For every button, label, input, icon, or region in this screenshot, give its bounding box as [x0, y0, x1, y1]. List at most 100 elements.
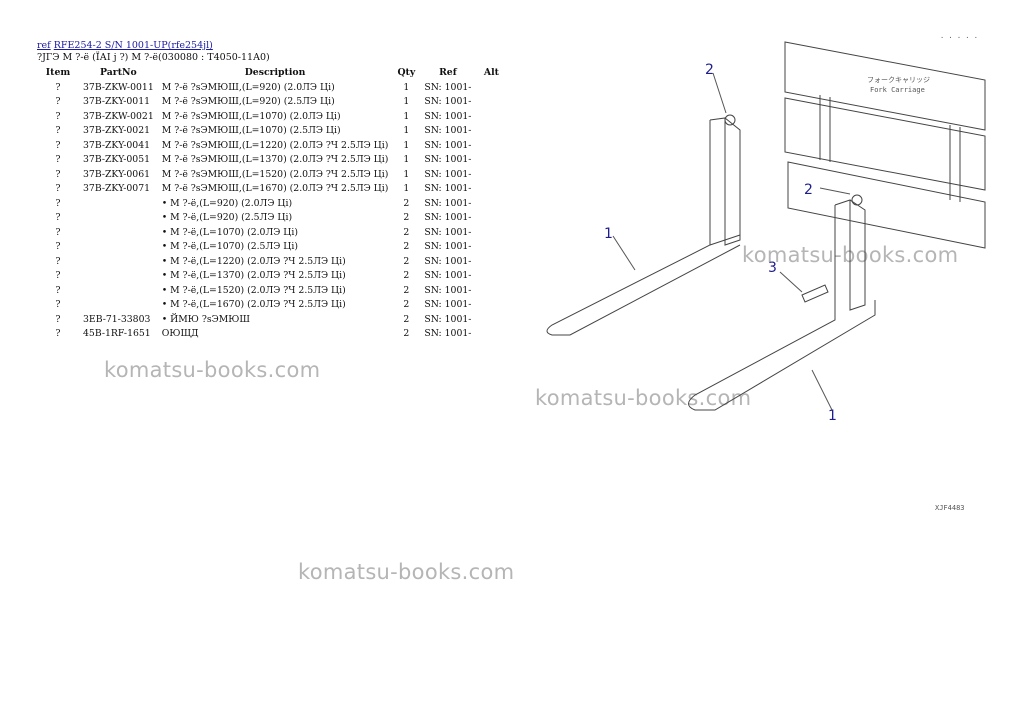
cell-qty: 2 — [403, 328, 410, 340]
cell-alt — [475, 211, 507, 226]
cell-alt — [475, 312, 507, 327]
cell-alt — [475, 167, 507, 182]
col-qty: Qty — [397, 67, 416, 78]
cell-item: ? — [55, 255, 61, 267]
cell-item: ? — [55, 81, 61, 93]
fork-left-upright — [709, 117, 741, 246]
cell-ref: SN: 1001- — [424, 110, 472, 122]
cell-alt — [475, 298, 507, 313]
cell-item: ? — [55, 241, 61, 253]
callout-2-top: 2 — [705, 62, 714, 78]
cell-item: ? — [55, 168, 61, 180]
cell-ref: SN: 1001- — [424, 197, 472, 209]
cell-qty: 2 — [403, 255, 410, 267]
callout-1-left: 1 — [604, 226, 613, 242]
cell-partno: 37B-ZKY-0061 — [83, 168, 151, 180]
cell-description: М ?-ё ?sЭМЮШ,(L=1220) (2.0ЛЭ ?Ч 2.5ЛЭ Ці… — [161, 139, 389, 151]
cell-alt — [475, 124, 507, 139]
carriage-label-en: Fork Carriage — [870, 86, 925, 94]
watermark: komatsu-books.com — [535, 386, 752, 410]
cell-description: • М ?-ё,(L=1370) (2.0ЛЭ ?Ч 2.5ЛЭ Ці) — [161, 270, 346, 282]
cell-qty: 1 — [403, 154, 410, 166]
cell-alt — [475, 327, 507, 342]
model-link[interactable]: RFE254-2 S/N 1001-UP(rfe254jl) — [53, 40, 213, 51]
callout-3: 3 — [768, 260, 777, 276]
cell-alt — [475, 95, 507, 110]
cell-ref: SN: 1001- — [424, 154, 472, 166]
carriage-lower-plate — [784, 97, 986, 191]
cell-qty: 2 — [403, 212, 410, 224]
watermark: komatsu-books.com — [298, 560, 515, 584]
cell-ref: SN: 1001- — [424, 270, 472, 282]
cell-item: ? — [55, 110, 61, 122]
cell-ref: SN: 1001- — [424, 284, 472, 296]
cell-alt — [475, 109, 507, 124]
cell-description: • ЙМЮ ?sЭМЮШ — [161, 313, 250, 325]
cell-description: М ?-ё ?sЭМЮШ,(L=1670) (2.0ЛЭ ?Ч 2.5ЛЭ Ці… — [161, 183, 389, 195]
cell-alt — [475, 225, 507, 240]
cell-partno: 37B-ZKW-0011 — [83, 81, 154, 93]
cell-alt — [475, 269, 507, 284]
cell-item: ? — [55, 154, 61, 166]
col-alt: Alt — [483, 67, 499, 78]
fork-left-blade — [546, 120, 741, 336]
col-description: Description — [244, 67, 306, 78]
cell-description: • М ?-ё,(L=1220) (2.0ЛЭ ?Ч 2.5ЛЭ Ці) — [161, 255, 346, 267]
cell-partno: 45B-1RF-1651 — [83, 328, 151, 340]
cell-ref: SN: 1001- — [424, 183, 472, 195]
carriage-bottom-plate — [787, 161, 986, 249]
fork-right-upright — [834, 199, 866, 311]
cell-ref: SN: 1001- — [424, 139, 472, 151]
cell-ref: SN: 1001- — [424, 81, 472, 93]
cell-alt — [475, 182, 507, 197]
cell-description: • М ?-ё,(L=1670) (2.0ЛЭ ?Ч 2.5ЛЭ Ці) — [161, 299, 346, 311]
cell-alt — [475, 254, 507, 269]
corner-code: · · · · · — [940, 34, 978, 42]
cell-qty: 2 — [403, 313, 410, 325]
cell-description: ОЮЩД — [161, 328, 199, 340]
cell-description: М ?-ё ?sЭМЮШ,(L=1370) (2.0ЛЭ ?Ч 2.5ЛЭ Ці… — [161, 154, 389, 166]
table-row: ? • М ?-ё,(L=920) (2.0ЛЭ Ці) 2 SN: 1001- — [37, 196, 507, 211]
cell-partno — [79, 196, 158, 211]
cell-item: ? — [55, 183, 61, 195]
cell-qty: 2 — [403, 197, 410, 209]
cell-alt — [475, 80, 507, 95]
cell-item: ? — [55, 96, 61, 108]
cell-qty: 1 — [403, 139, 410, 151]
cell-ref: SN: 1001- — [424, 168, 472, 180]
cell-partno: 37B-ZKY-0021 — [83, 125, 151, 137]
cell-qty: 2 — [403, 226, 410, 238]
lock-pin — [801, 284, 829, 303]
cell-qty: 1 — [403, 110, 410, 122]
cell-description: • М ?-ё,(L=920) (2.5ЛЭ Ці) — [161, 212, 293, 224]
ref-link[interactable]: ref — [37, 40, 51, 51]
callout-2-mid: 2 — [804, 182, 813, 198]
cell-partno — [79, 283, 158, 298]
cell-ref: SN: 1001- — [424, 313, 472, 325]
cell-item: ? — [55, 125, 61, 137]
col-partno: PartNo — [100, 67, 137, 78]
cell-item: ? — [55, 197, 61, 209]
col-ref: Ref — [439, 67, 457, 78]
cell-item: ? — [55, 313, 61, 325]
col-item: Item — [45, 67, 71, 78]
cell-description: • М ?-ё,(L=920) (2.0ЛЭ Ці) — [161, 197, 293, 209]
cell-partno — [79, 211, 158, 226]
callout-1-right: 1 — [828, 408, 837, 424]
cell-description: • М ?-ё,(L=1070) (2.5ЛЭ Ці) — [161, 241, 299, 253]
cell-item: ? — [55, 328, 61, 340]
cell-item: ? — [55, 212, 61, 224]
cell-alt — [475, 196, 507, 211]
fork-right-blade — [688, 205, 876, 411]
cell-item: ? — [55, 270, 61, 282]
